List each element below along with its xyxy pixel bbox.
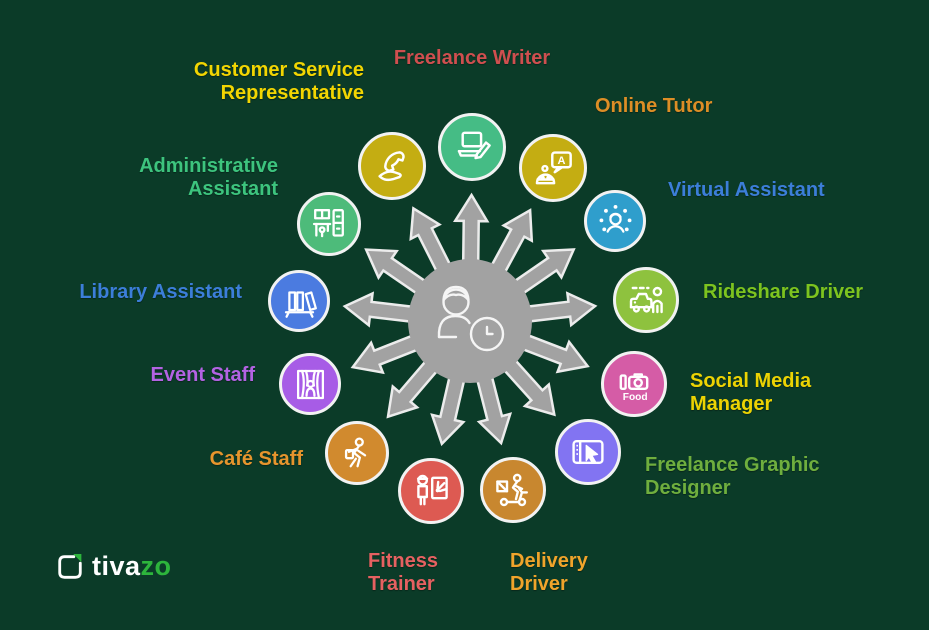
job-label-cafe-staff: Café Staff [210,448,303,471]
job-label-line: Library Assistant [79,281,242,303]
job-label-virtual-assistant: Virtual Assistant [668,179,825,202]
job-label-rideshare-driver: Rideshare Driver [703,281,863,304]
job-label-line: Café Staff [209,448,303,470]
job-node-online-tutor: A [519,134,587,202]
tablet-cursor-icon [564,428,612,476]
job-label-line: Social Media [690,370,812,392]
brand-name-first: tiva [92,551,141,581]
job-label-line: Online Tutor [595,95,713,117]
job-label-line: Virtual Assistant [668,179,825,201]
job-label-line: Customer Service [193,59,364,81]
job-label-line: Assistant [187,178,278,200]
desk-icon [306,201,352,247]
job-node-social-media-manager: Food [601,351,667,417]
stage-curtains-icon [288,362,333,407]
job-node-cafe-staff [325,421,389,485]
job-node-fitness-trainer [398,458,464,524]
svg-text:Food: Food [623,392,648,403]
job-label-line: Delivery [510,550,588,572]
job-label-event-staff: Event Staff [151,364,255,387]
books-shelf-icon [277,279,322,324]
job-node-freelance-graphic-designer [555,419,621,485]
job-node-library-assistant [268,270,330,332]
person-with-clock-icon [437,285,505,352]
svg-text:A: A [557,155,565,167]
trainer-racket-icon [407,467,455,515]
scooter-icon [489,466,537,514]
phone-hand-icon [368,142,417,191]
brand-name-second: zo [140,551,172,581]
job-node-delivery-driver [480,457,546,523]
job-node-rideshare-driver [613,267,679,333]
job-label-line: Manager [690,393,773,415]
job-label-line: Driver [510,573,568,595]
job-label-library-assistant: Library Assistant [79,281,242,304]
job-label-line: Fitness [368,550,439,572]
job-node-administrative-assistant [297,192,361,256]
job-node-freelance-writer [438,113,506,181]
job-label-line: Rideshare Driver [703,281,864,303]
job-label-line: Administrative [139,155,278,177]
hub-spokes [342,192,598,447]
robot-tutor-icon: A [529,144,578,193]
laptop-pencil-icon [448,123,497,172]
job-node-event-staff [279,353,341,415]
job-label-freelance-writer: Freelance Writer [394,47,550,70]
brand-name: tivazo [92,551,172,582]
person-network-icon [593,199,638,244]
job-node-virtual-assistant [584,190,646,252]
job-label-line: Event Staff [150,364,255,386]
job-label-line: Trainer [368,573,435,595]
camera-food-icon: Food [610,360,658,408]
tivazo-mark-icon [58,553,82,579]
job-label-line: Representative [220,82,364,104]
job-label-line: Freelance Writer [393,47,551,69]
job-label-online-tutor: Online Tutor [595,95,712,118]
car-person-icon [622,276,670,324]
hub-circle [408,259,532,383]
job-node-customer-service-representative [358,132,426,200]
waiter-icon [334,430,380,476]
job-label-line: Freelance Graphic [645,454,820,476]
job-label-line: Designer [645,477,731,499]
brand-logo: tivazo [57,551,172,582]
